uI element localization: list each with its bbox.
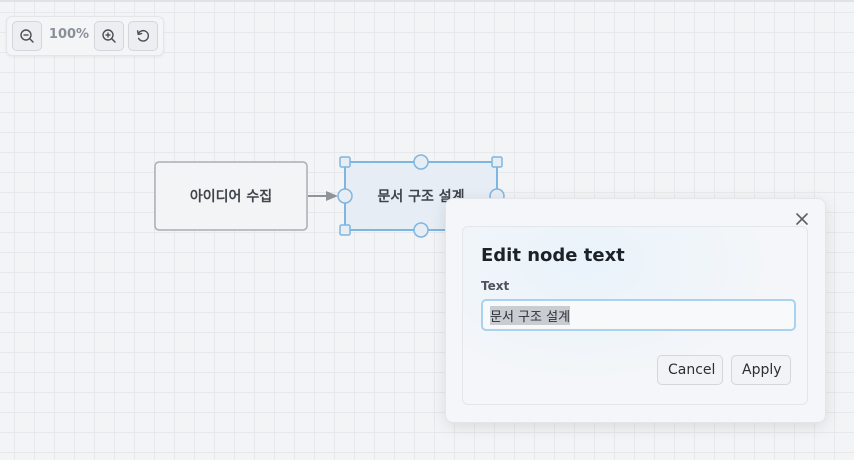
connection-handle-bottom[interactable] xyxy=(413,222,429,238)
connection-handle-left[interactable] xyxy=(337,188,353,204)
connection-handle-top[interactable] xyxy=(413,154,429,170)
zoom-toolbar: 100% xyxy=(6,16,164,56)
resize-handle-top-right[interactable] xyxy=(491,156,503,168)
zoom-out-button[interactable] xyxy=(12,21,42,51)
reset-view-button[interactable] xyxy=(128,21,158,51)
apply-button[interactable]: Apply xyxy=(731,355,791,385)
close-icon[interactable] xyxy=(794,211,810,227)
node-document-structure-label: 문서 구조 설계 xyxy=(377,189,464,205)
top-border xyxy=(0,0,854,2)
text-field-label: Text xyxy=(481,279,510,293)
zoom-level: 100% xyxy=(48,27,90,42)
node-idea-collection-label: 아이디어 수집 xyxy=(190,188,272,205)
node-idea-collection[interactable] xyxy=(154,161,308,231)
zoom-out-icon xyxy=(20,29,34,43)
cancel-button[interactable]: Cancel xyxy=(657,355,723,385)
zoom-in-icon xyxy=(102,29,116,43)
resize-handle-bottom-left[interactable] xyxy=(339,224,351,236)
node-text-input[interactable] xyxy=(481,299,796,331)
dialog-content: Edit node text Text Cancel Apply xyxy=(462,226,808,405)
zoom-in-button[interactable] xyxy=(94,21,124,51)
edge-arrowhead xyxy=(326,191,338,201)
resize-handle-top-left[interactable] xyxy=(339,156,351,168)
edit-node-dialog: Edit node text Text Cancel Apply xyxy=(445,198,826,423)
reset-rotate-icon xyxy=(136,30,150,42)
dialog-title: Edit node text xyxy=(481,245,625,266)
